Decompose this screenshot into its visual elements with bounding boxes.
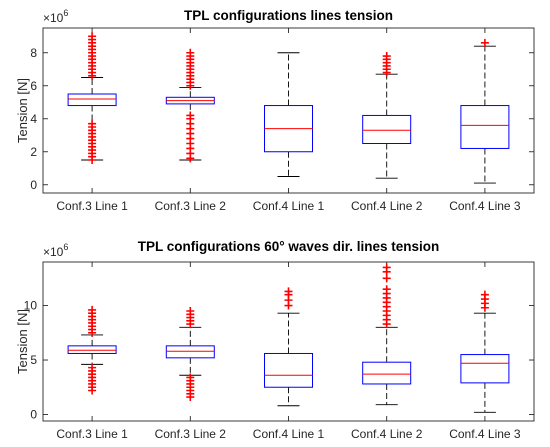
bottom-box [264,352,313,388]
top-outlier-marker [88,119,97,128]
top-category-label: Conf.3 Line 1 [56,199,128,213]
top-category-label: Conf.4 Line 3 [449,199,521,213]
top-y-tick-label: 0 [30,178,37,192]
bottom-outlier-marker [88,305,97,314]
top-chart-title: TPL configurations lines tension [184,8,393,23]
bottom-outlier-marker [88,363,97,372]
bottom-category-label: Conf.3 Line 2 [155,427,227,441]
bottom-outlier-marker [186,307,195,316]
bottom-category-label: Conf.4 Line 1 [253,427,325,441]
top-box [362,114,412,144]
bottom-outlier-marker [480,290,489,299]
top-category-label: Conf.3 Line 2 [155,199,227,213]
bottom-y-tick-label: 10 [24,299,38,313]
bottom-outlier-marker [284,287,293,296]
top-y-tick-label: 6 [30,79,37,93]
bottom-outlier-marker [186,373,195,382]
bottom-box [67,345,117,354]
top-box [67,93,117,107]
top-y-tick-label: 4 [30,112,37,126]
bottom-box [460,354,510,384]
bottom-outlier-marker [382,263,391,272]
top-outlier-marker [480,38,489,47]
bottom-y-axis-exponent: ×106 [43,242,68,259]
bottom-y-tick-label: 0 [30,407,37,421]
bottom-boxplot-panel: TPL configurations 60° waves dir. lines … [15,239,535,441]
top-y-axis-exponent: ×106 [43,8,68,25]
top-outlier-marker [88,32,97,41]
top-boxplot-panel: TPL configurations lines tension Tension… [15,8,535,213]
bottom-y-tick-label: 5 [30,353,37,367]
top-box [460,105,510,149]
bottom-chart-title: TPL configurations 60° waves dir. lines … [138,239,439,254]
top-outlier-marker [186,111,195,120]
bottom-outlier-marker [382,285,391,294]
top-outlier-marker [382,52,391,61]
bottom-category-label: Conf.4 Line 2 [351,427,423,441]
bottom-category-label: Conf.3 Line 1 [56,427,128,441]
bottom-category-label: Conf.4 Line 3 [449,427,521,441]
bottom-box [165,345,215,359]
top-y-axis-label: Tension [N] [15,78,30,143]
top-y-tick-label: 2 [30,145,37,159]
top-category-label: Conf.4 Line 2 [351,199,423,213]
top-category-label: Conf.4 Line 1 [253,199,325,213]
top-y-tick-label: 8 [30,46,37,60]
bottom-y-axis-label: Tension [N] [15,309,30,374]
top-outlier-marker [186,48,195,57]
bottom-box [362,361,412,385]
